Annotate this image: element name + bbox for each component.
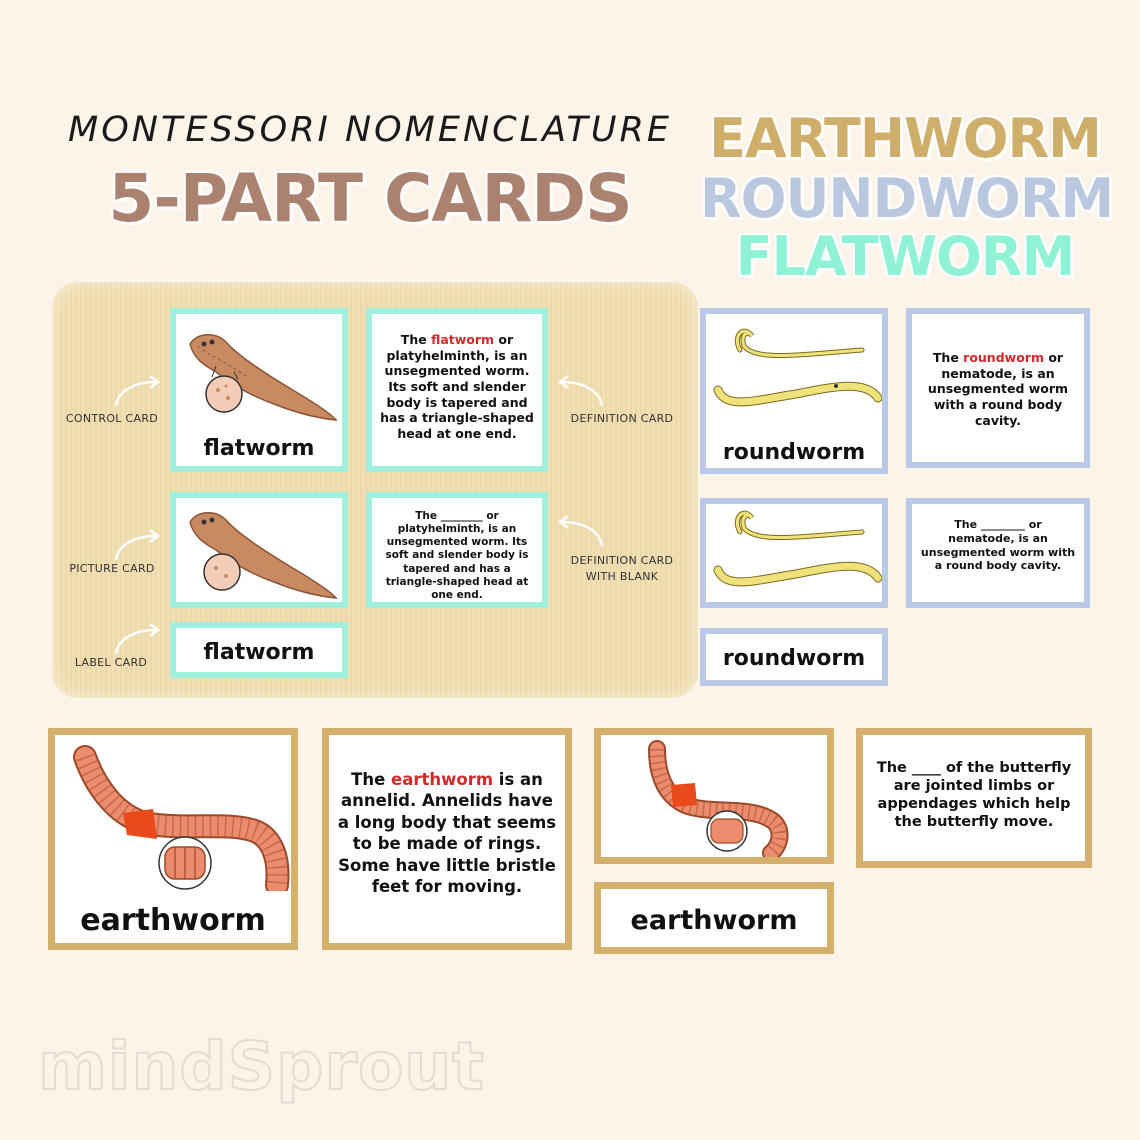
flatworm-blank-definition-text: The ________ or platyhelminth, is an uns… — [385, 510, 529, 601]
label-label-card: LABEL CARD — [74, 656, 148, 669]
earthworm-label-word: earthworm — [630, 905, 798, 936]
label-control-card: CONTROL CARD — [65, 412, 159, 425]
earthworm-control-word: earthworm — [80, 903, 266, 938]
flatworm-control-word: flatworm — [203, 436, 315, 461]
arrow-icon — [114, 375, 161, 407]
roundworm-blank-definition-card[interactable]: The ________ or nematode, is an unsegmen… — [906, 498, 1090, 608]
roundworm-illustration-icon — [713, 510, 882, 587]
arrow-icon — [557, 375, 604, 407]
flatworm-blank-definition-card[interactable]: The ________ or platyhelminth, is an uns… — [366, 492, 548, 608]
roundworm-label-card[interactable]: roundworm — [700, 628, 888, 686]
earthworm-illustration-icon — [73, 745, 290, 891]
earthworm-illustration-icon — [648, 740, 789, 857]
page-title: 5-PART CARDS — [108, 160, 632, 237]
roundworm-label-word: roundworm — [722, 646, 866, 671]
subtitle: MONTESSORI NOMENCLATURE — [68, 110, 672, 150]
flatworm-definition-card[interactable]: The flatworm or platyhelminth, is an uns… — [366, 308, 548, 472]
earthworm-blank-definition-card[interactable]: The ____ of the butterfly are jointed li… — [856, 728, 1092, 868]
flatworm-label-card[interactable]: flatworm — [170, 622, 348, 678]
earthworm-definition-card[interactable]: The earthworm is an annelid. Annelids ha… — [322, 728, 572, 950]
earthworm-picture-card[interactable] — [594, 728, 834, 864]
earthworm-label-card[interactable]: earthworm — [594, 882, 834, 954]
arrow-icon — [114, 623, 161, 655]
roundworm-picture-card[interactable] — [700, 498, 888, 608]
flatworm-illustration-icon — [189, 334, 338, 421]
title-roundworm: ROUNDWORM — [700, 167, 1114, 230]
arrow-icon — [557, 515, 604, 547]
flatworm-label-word: flatworm — [203, 640, 315, 665]
roundworm-control-card[interactable]: roundworm — [700, 308, 888, 474]
label-definition-blank-2: WITH BLANK — [585, 570, 659, 583]
roundworm-definition-text: The roundworm or nematode, is an unsegme… — [927, 350, 1069, 428]
arrow-icon — [114, 529, 161, 561]
title-flatworm: FLATWORM — [735, 225, 1076, 288]
flatworm-definition-text: The flatworm or platyhelminth, is an uns… — [380, 332, 534, 441]
label-definition-card: DEFINITION CARD — [570, 412, 674, 425]
earthworm-blank-definition-text: The ____ of the butterfly are jointed li… — [876, 760, 1072, 831]
flatworm-illustration-icon — [189, 512, 338, 599]
roundworm-illustration-icon — [713, 328, 882, 407]
flatworm-control-card[interactable]: flatworm — [170, 308, 348, 472]
flatworm-picture-card[interactable] — [170, 492, 348, 608]
roundworm-control-word: roundworm — [722, 440, 866, 465]
label-definition-blank-1: DEFINITION CARD — [570, 554, 674, 567]
title-earthworm: EARTHWORM — [709, 107, 1102, 170]
label-picture-card: PICTURE CARD — [69, 562, 155, 575]
mindsprout-logo: mindSprout — [37, 1027, 485, 1106]
roundworm-definition-card[interactable]: The roundworm or nematode, is an unsegme… — [906, 308, 1090, 468]
earthworm-control-card[interactable]: earthworm — [48, 728, 298, 950]
roundworm-blank-definition-text: The ________ or nematode, is an unsegmen… — [920, 518, 1076, 573]
earthworm-definition-text: The earthworm is an annelid. Annelids ha… — [337, 770, 557, 897]
